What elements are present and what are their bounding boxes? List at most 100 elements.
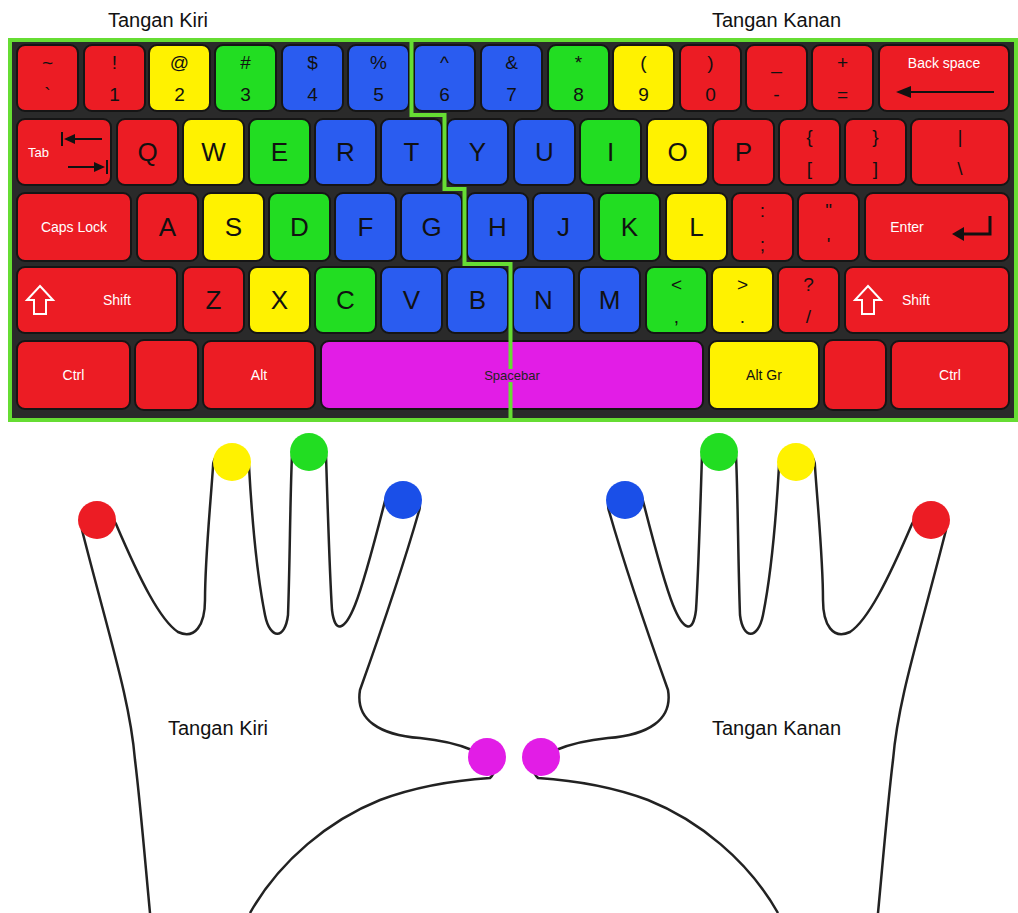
keyboard-key: Ctrl	[890, 340, 1010, 410]
keyboard-key: ?/	[777, 266, 840, 334]
keyboard-key: +=	[811, 44, 874, 112]
keyboard-key: K	[598, 192, 661, 262]
key-label: /	[804, 307, 813, 326]
key-label: D	[288, 214, 311, 240]
key-label: ~	[40, 53, 55, 72]
keyboard-key: %5	[347, 44, 410, 112]
key-label: 1	[107, 85, 122, 104]
keyboard-base	[12, 42, 1014, 418]
keyboard-key: Enter	[864, 192, 1010, 262]
key-label: 7	[504, 85, 519, 104]
keyboard-key: {[	[778, 118, 841, 186]
keyboard-key: S	[202, 192, 265, 262]
key-label: <	[669, 275, 684, 294]
keyboard-key: Tab	[16, 118, 112, 186]
arrow-line	[75, 138, 102, 140]
key-label: :	[758, 201, 767, 220]
key-symbol	[18, 268, 176, 332]
finger-dot	[468, 738, 506, 776]
finger-dot	[522, 738, 560, 776]
key-label: >	[735, 275, 750, 294]
arrow-head	[94, 162, 105, 172]
keyboard-key: #3	[214, 44, 277, 112]
key-label: I	[605, 139, 616, 165]
key-label: T	[402, 139, 422, 165]
keyboard-key: Caps Lock	[16, 192, 132, 262]
keyboard-key: C	[314, 266, 377, 334]
keyboard-key: W	[182, 118, 245, 186]
key-label: 0	[703, 85, 718, 104]
key-label: 5	[371, 85, 386, 104]
keyboard-key: D	[268, 192, 331, 262]
key-label: H	[486, 214, 509, 240]
key-label: 6	[437, 85, 452, 104]
key-label: R	[334, 139, 357, 165]
keyboard-key: Z	[182, 266, 245, 334]
key-label: \	[955, 159, 964, 178]
key-label: ?	[801, 275, 816, 294]
key-label: 2	[172, 85, 187, 104]
key-label: 4	[305, 85, 320, 104]
keyboard-key: B	[446, 266, 509, 334]
key-label: @	[168, 53, 191, 72]
key-label: Spacebar	[482, 369, 542, 382]
finger-dot	[912, 501, 950, 539]
keyboard-key: R	[314, 118, 377, 186]
finger-dot	[78, 501, 116, 539]
keyboard-key: (9	[612, 44, 675, 112]
key-label: Ctrl	[61, 368, 87, 382]
key-label: F	[356, 214, 376, 240]
key-label: W	[199, 139, 228, 165]
key-label: -	[771, 85, 781, 104]
key-label: `	[42, 85, 52, 104]
blank-key	[135, 340, 198, 410]
key-label: )	[705, 53, 715, 72]
arrow-head	[952, 227, 964, 241]
key-label: #	[238, 53, 253, 72]
keyboard-key: <,	[645, 266, 708, 334]
key-label: Back space	[906, 56, 982, 70]
key-label: 8	[571, 85, 586, 104]
hand-caption: Tangan Kiri	[108, 8, 208, 32]
key-label: Enter	[888, 220, 925, 234]
arrow-head	[64, 134, 75, 144]
key-label: Shift	[101, 293, 133, 307]
key-label: Y	[467, 139, 488, 165]
keyboard-key: !1	[83, 44, 146, 112]
finger-dot	[700, 433, 738, 471]
keyboard-key: >.	[711, 266, 774, 334]
key-label: *	[573, 53, 584, 72]
divider-line	[412, 42, 511, 418]
key-label: "	[823, 201, 834, 220]
key-label: .	[738, 307, 747, 326]
key-label: K	[619, 214, 640, 240]
key-label: '	[825, 235, 833, 254]
keyboard-key: Shift	[844, 266, 1010, 334]
key-label: Tab	[26, 146, 51, 159]
keyboard-key: Alt Gr	[708, 340, 820, 410]
shift-arrow	[855, 286, 881, 314]
keyboard-key: Alt	[202, 340, 316, 410]
keyboard-key: )0	[679, 44, 742, 112]
key-label: G	[419, 214, 443, 240]
key-label: +	[835, 53, 850, 72]
key-label: ;	[758, 235, 767, 254]
keyboard-key: V	[380, 266, 443, 334]
hand-caption: Tangan Kanan	[712, 716, 841, 740]
key-label: %	[368, 53, 389, 72]
keyboard-frame	[10, 40, 1016, 420]
finger-dot	[290, 433, 328, 471]
keyboard-key: Shift	[16, 266, 178, 334]
left-hand	[78, 433, 506, 913]
key-label: Ctrl	[937, 368, 963, 382]
keyboard-key: _-	[745, 44, 808, 112]
key-label: O	[665, 139, 689, 165]
keyboard-key: X	[248, 266, 311, 334]
keyboard-key: P	[712, 118, 775, 186]
keyboard-key: G	[400, 192, 463, 262]
keyboard-key: U	[513, 118, 576, 186]
keyboard-key: Ctrl	[16, 340, 131, 410]
keyboard-key: N	[512, 266, 575, 334]
arrow-bar	[61, 132, 63, 146]
